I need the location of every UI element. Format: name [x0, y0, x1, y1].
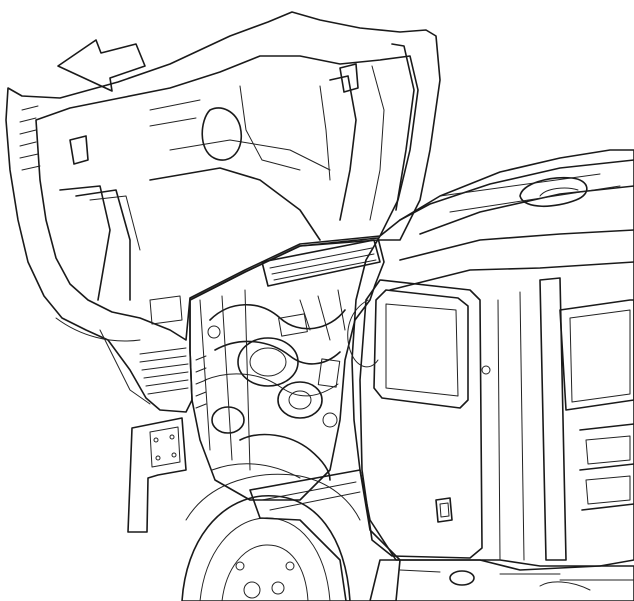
hood [5, 11, 441, 413]
engine [189, 237, 401, 601]
arrow-up-left-icon [57, 39, 146, 92]
cab [347, 149, 634, 601]
mudflap [127, 417, 187, 533]
front-wheel [181, 473, 361, 601]
